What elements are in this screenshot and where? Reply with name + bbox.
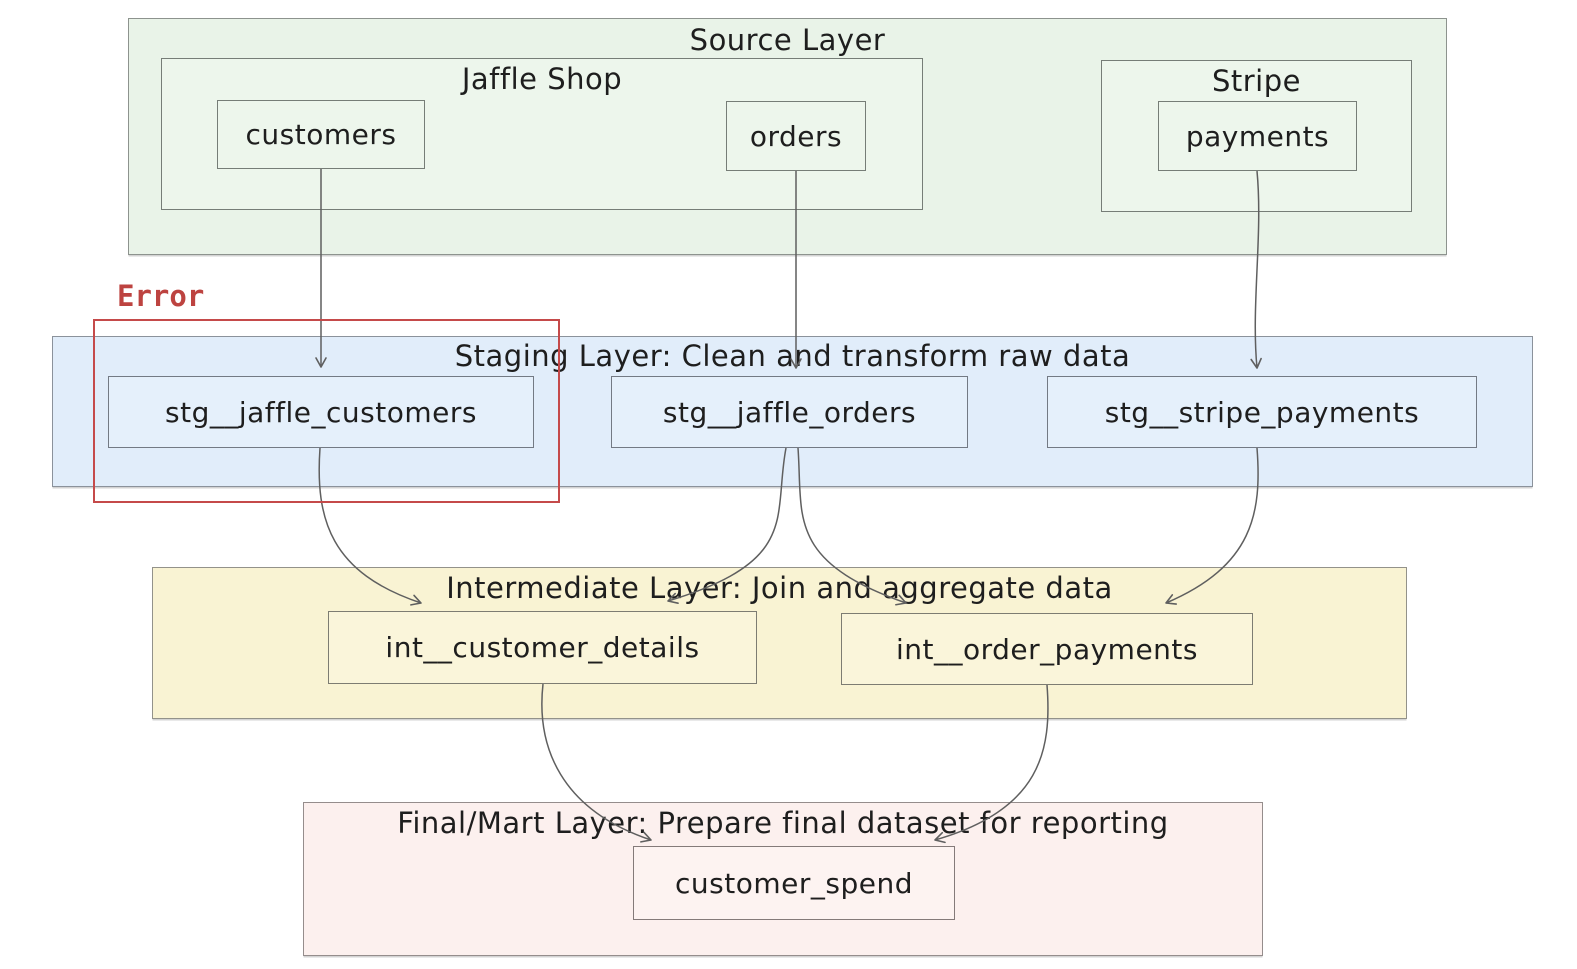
node-stg-stripe-payments: stg__stripe_payments xyxy=(1047,376,1477,448)
node-payments-label: payments xyxy=(1185,119,1330,153)
node-payments: payments xyxy=(1158,101,1357,171)
node-customer-spend: customer_spend xyxy=(633,846,955,920)
node-stg-jaffle-orders-label: stg__jaffle_orders xyxy=(662,395,917,429)
node-int-order-payments-label: int__order_payments xyxy=(896,632,1198,666)
node-stg-jaffle-customers-label: stg__jaffle_customers xyxy=(165,395,477,429)
node-int-customer-details-label: int__customer_details xyxy=(385,631,700,664)
source-layer-title: Source Layer xyxy=(689,23,886,57)
node-int-order-payments: int__order_payments xyxy=(841,613,1253,685)
node-customer-spend-label: customer_spend xyxy=(675,866,913,900)
node-orders-label: orders xyxy=(749,119,843,153)
node-int-customer-details: int__customer_details xyxy=(328,611,757,684)
node-stg-jaffle-customers: stg__jaffle_customers xyxy=(108,376,534,448)
node-customers-label: customers xyxy=(245,118,397,151)
intermediate-layer-title: Intermediate Layer: Join and aggregate d… xyxy=(446,571,1113,605)
error-label: Error xyxy=(117,279,205,313)
stripe-title: Stripe xyxy=(1211,64,1301,98)
node-stg-stripe-payments-label: stg__stripe_payments xyxy=(1104,395,1420,429)
final-layer-title: Final/Mart Layer: Prepare final dataset … xyxy=(397,806,1169,840)
node-orders: orders xyxy=(726,101,866,171)
error-highlight-rect xyxy=(93,319,560,503)
node-customers: customers xyxy=(217,100,425,169)
jaffle-shop-title: Jaffle Shop xyxy=(461,62,623,96)
node-stg-jaffle-orders: stg__jaffle_orders xyxy=(611,376,968,448)
